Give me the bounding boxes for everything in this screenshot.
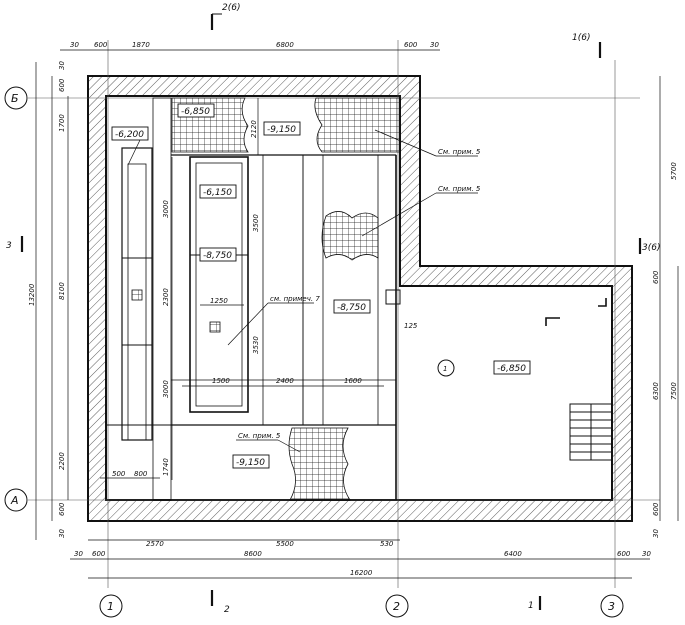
section-label-right-mid: 3(6): [642, 243, 660, 253]
dim-label: 500: [112, 470, 126, 478]
level-label: -6,150: [203, 188, 232, 198]
dim-label: 16200: [350, 569, 373, 577]
dim-label: 30: [74, 550, 83, 558]
section-markers: [20, 13, 642, 610]
dim-label: 2570: [146, 540, 164, 548]
axis-label-a: А: [10, 494, 19, 507]
dims-right: 5700 600 6300 7500 600 30: [652, 162, 678, 538]
axis-label-1: 1: [107, 600, 114, 613]
dim-label: 2300: [162, 288, 170, 306]
dim-label: 600: [94, 41, 108, 49]
section-label-bottom-left: 2: [224, 605, 230, 615]
axis-labels: 1 2 3 Б А: [10, 92, 615, 613]
section-labels: 2(6) 1(6) 3(6) 3 2 1: [6, 3, 660, 615]
dimension-lines: [35, 49, 679, 579]
interior-structure: [106, 97, 607, 501]
dim-label: 3000: [162, 200, 170, 218]
dim-label: 2120: [250, 120, 258, 138]
grid-fill-areas: [131, 97, 401, 501]
note-label: См. прим. 5: [438, 148, 481, 156]
dim-label: 30: [58, 529, 66, 538]
dims-top: 30 600 1870 6800 600 30: [70, 41, 439, 49]
axis-label-b: Б: [11, 92, 19, 105]
staircase: [569, 403, 613, 461]
dim-label: 1600: [344, 377, 362, 385]
dims-left: 30 600 1700 8100 13200 2200 600 30: [28, 61, 66, 538]
dim-label: 800: [134, 470, 148, 478]
dim-label: 600: [652, 502, 660, 516]
note-labels: См. прим. 5 См. прим. 5 см. примеч. 7 См…: [238, 148, 481, 440]
dim-label: 1740: [162, 458, 170, 476]
dim-label: 13200: [28, 283, 36, 306]
dim-label: 600: [58, 502, 66, 516]
level-label: -9,150: [267, 125, 296, 135]
dim-label: 600: [652, 270, 660, 284]
dim-label: 600: [617, 550, 631, 558]
level-label: -6,200: [115, 130, 144, 140]
dim-label: 600: [58, 78, 66, 92]
level-boxes: [111, 103, 531, 469]
dim-label: 8600: [244, 550, 262, 558]
leader-lines: [127, 129, 478, 453]
dim-label: 30: [70, 41, 79, 49]
note-label: См. прим. 5: [438, 185, 481, 193]
dims-inner: 2120 3000 3500 2300 3000 1250 3530 1500 …: [112, 120, 418, 478]
level-labels: -6,200 -6,850 -9,150 -6,150 -8,750 -8,75…: [115, 107, 526, 468]
dim-label: 600: [92, 550, 106, 558]
dim-label: 8100: [58, 282, 66, 300]
dim-label: 3000: [162, 380, 170, 398]
dims-bottom: 2570 5500 530 30 600 8600 6400 600 30 16…: [74, 540, 651, 577]
level-label: -6,850: [497, 364, 526, 374]
dim-label: 6800: [276, 41, 294, 49]
axis-label-3: 3: [608, 600, 615, 613]
dim-label: 1700: [58, 114, 66, 132]
dim-label: 30: [58, 61, 66, 70]
dim-label: 30: [652, 529, 660, 538]
dim-label: 3500: [252, 214, 260, 232]
dim-label: 1870: [132, 41, 150, 49]
room-number: 1: [443, 365, 447, 373]
dim-label: 530: [380, 540, 394, 548]
dim-label: 6400: [504, 550, 522, 558]
dim-label: 5700: [670, 162, 678, 180]
section-label-bottom-right: 1: [528, 601, 534, 611]
dim-label: 2400: [276, 377, 294, 385]
dim-label: 600: [404, 41, 418, 49]
dim-label: 125: [404, 322, 418, 330]
note-label: См. прим. 5: [238, 432, 281, 440]
level-label: -6,850: [181, 107, 210, 117]
section-label-right-top: 1(6): [572, 33, 590, 43]
dim-label: 6300: [652, 382, 660, 400]
dim-label: 1500: [212, 377, 230, 385]
level-label: -8,750: [337, 303, 366, 313]
dim-label: 30: [642, 550, 651, 558]
dim-label: 5500: [276, 540, 294, 548]
dim-label: 30: [430, 41, 439, 49]
axis-label-2: 2: [393, 600, 400, 613]
axis-bubbles: [4, 86, 624, 618]
level-label: -9,150: [236, 458, 265, 468]
note-label: см. примеч. 7: [270, 295, 320, 303]
dim-label: 1250: [210, 297, 228, 305]
section-label-top: 2(6): [222, 3, 240, 13]
level-label: -8,750: [203, 251, 232, 261]
dim-label: 7500: [670, 382, 678, 400]
section-label-left-mid: 3: [6, 241, 12, 251]
dim-label: 3530: [252, 336, 260, 354]
dim-label: 2200: [58, 452, 66, 470]
